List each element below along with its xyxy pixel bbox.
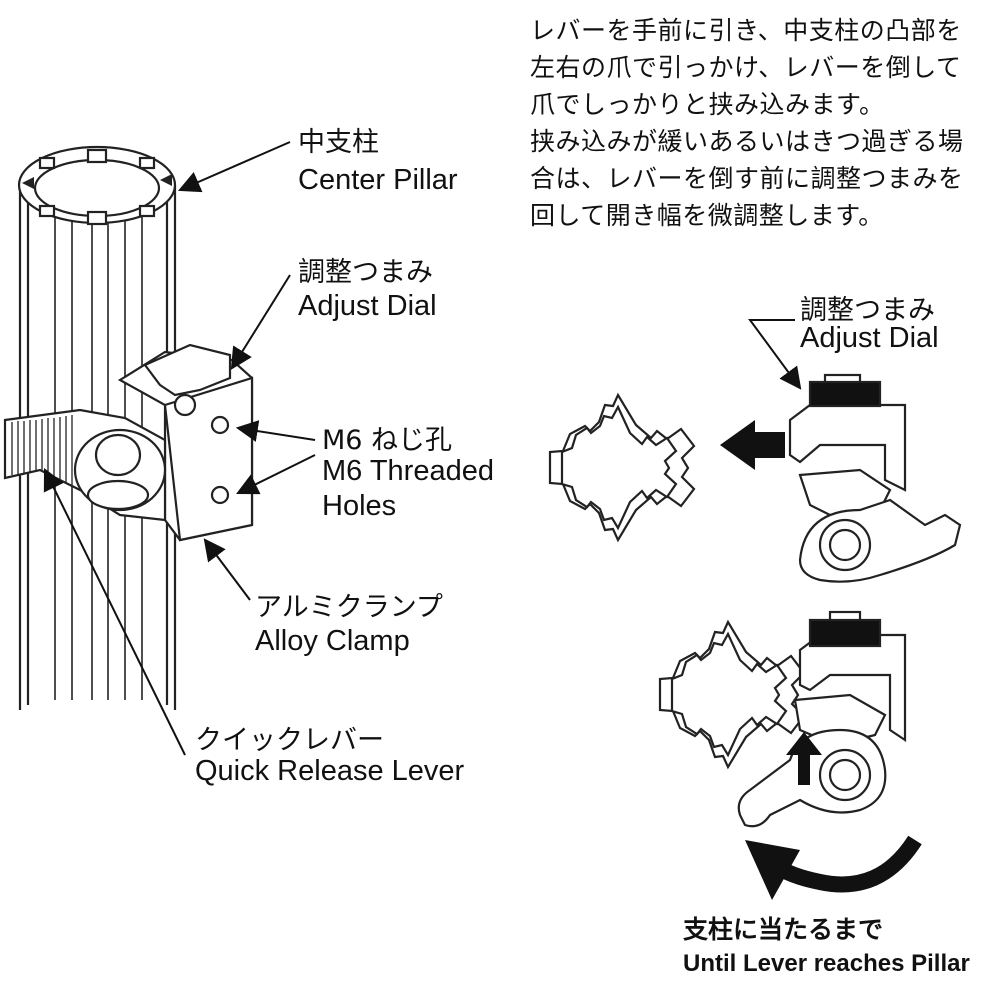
leader-m6-hole-2	[236, 454, 316, 495]
center-pillar-label-jp: 中支柱	[298, 127, 379, 158]
instruction-line: 合は、レバーを倒す前に調整つまみを	[530, 164, 964, 193]
lever-up-arrow	[786, 732, 822, 785]
instruction-line: 挟み込みが緩いあるいはきつ過ぎる場	[530, 127, 964, 156]
quick-lever-label-jp: クイックレバー	[195, 725, 384, 756]
right-adjust-dial-label-en: Adjust Dial	[800, 322, 939, 354]
instruction-line: 左右の爪で引っかけ、レバーを倒して	[530, 53, 962, 82]
until-label-en: Until Lever reaches Pillar	[683, 950, 970, 977]
instruction-line: 爪でしっかりと挟み込みます。	[530, 90, 885, 119]
clamp-side-view-bottom	[737, 610, 907, 828]
center-pillar-drawing	[17, 145, 177, 710]
instruction-line: 回して開き幅を微調整します。	[530, 201, 884, 230]
adjust-dial-label-jp: 調整つまみ	[298, 257, 433, 288]
right-adjust-dial-label-jp: 調整つまみ	[800, 295, 935, 326]
leader-adjust-dial	[230, 274, 291, 370]
alloy-clamp-label-jp: アルミクランプ	[255, 592, 443, 623]
pillar-cross-section-bottom	[658, 619, 806, 770]
leader-alloy-clamp	[203, 538, 251, 601]
quick-lever-label-en: Quick Release Lever	[195, 755, 465, 787]
clamp-side-view-top	[788, 373, 962, 583]
alloy-clamp-label-en: Alloy Clamp	[255, 625, 410, 657]
m6-holes-label-en-2: Holes	[322, 490, 397, 522]
leader-quick-lever	[43, 468, 186, 756]
instruction-line: レバーを手前に引き、中支柱の凸部を	[530, 16, 962, 45]
leader-m6-hole-1	[235, 420, 316, 442]
m6-holes-label-jp: M6 ねじ孔	[322, 425, 453, 456]
m6-holes-label-en-1: M6 Threaded	[322, 455, 494, 487]
move-left-arrow	[720, 420, 785, 470]
center-pillar-label-en: Center Pillar	[298, 164, 458, 196]
instruction-text: レバーを手前に引き、中支柱の凸部を 左右の爪で引っかけ、レバーを倒して 爪でしっ…	[530, 12, 1000, 234]
adjust-dial-label-en: Adjust Dial	[298, 290, 437, 322]
rotation-arrow	[770, 835, 922, 893]
leader-center-pillar	[177, 141, 291, 193]
leader-right-adjust-dial	[748, 319, 802, 390]
alloy-clamp-drawing	[3, 343, 254, 542]
until-label-jp: 支柱に当たるまで	[683, 915, 884, 944]
pillar-cross-section-top	[548, 392, 696, 543]
